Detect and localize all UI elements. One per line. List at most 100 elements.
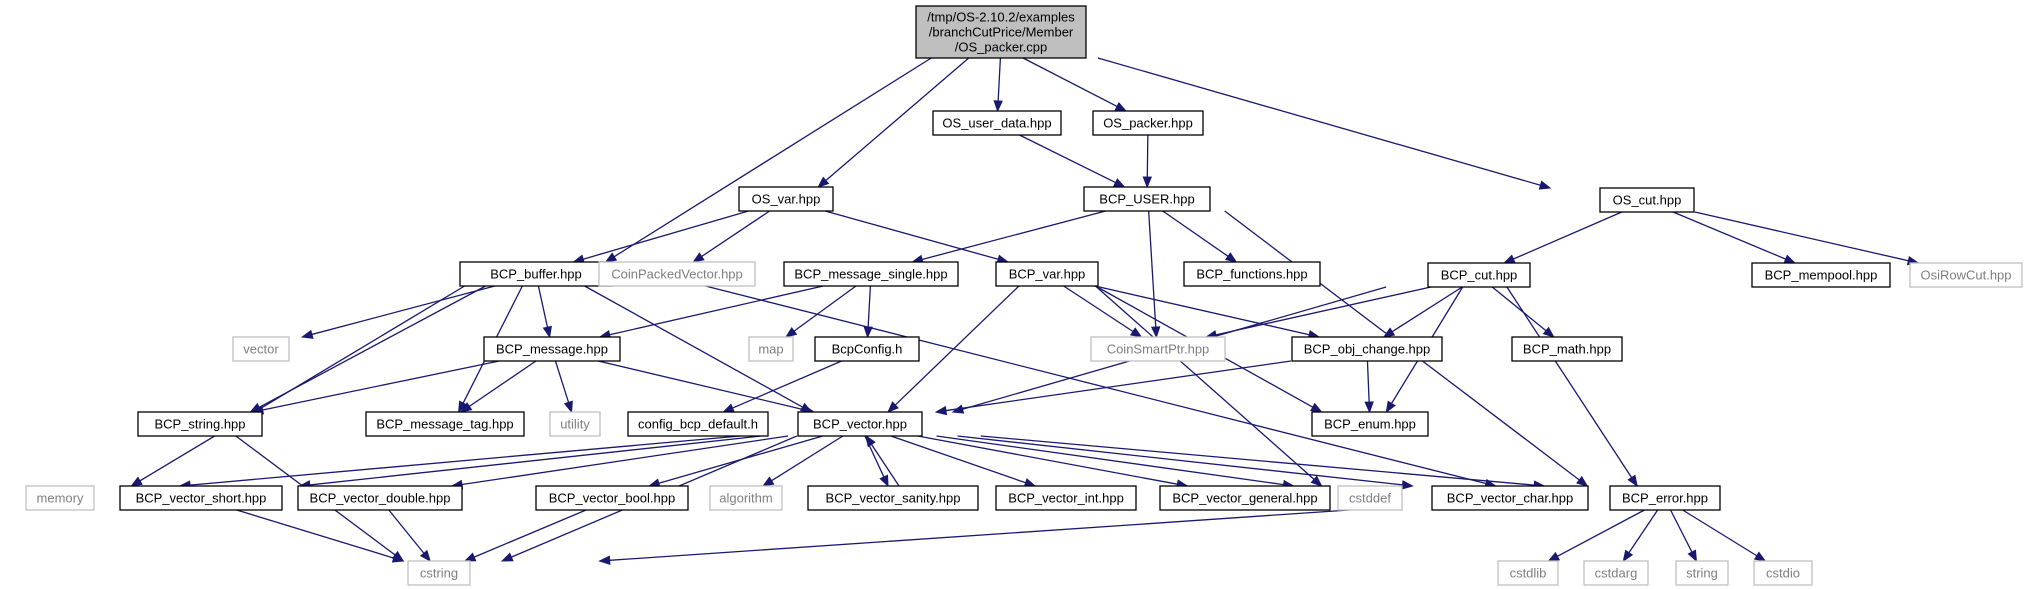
node-cstddef: cstddef: [1337, 485, 1403, 511]
edge-line: [867, 285, 872, 328]
edge-arrowhead: [458, 400, 468, 414]
node-bcp_vector_general_hpp[interactable]: BCP_vector_general.hpp: [1159, 485, 1331, 511]
node-bcp_math_hpp[interactable]: BCP_math.hpp: [1511, 336, 1623, 362]
edge-bcp_var_hpp-to-bcp_obj_change_hpp: [1094, 285, 1321, 340]
node-box: [1337, 485, 1403, 511]
edge-bcp_error_hpp-to-cstdarg: [1622, 509, 1659, 563]
edge-arrowhead: [993, 100, 1003, 113]
node-label: BCP_vector.hpp: [813, 417, 907, 432]
node-bcp_mempool_hpp[interactable]: BCP_mempool.hpp: [1751, 262, 1891, 288]
edge-line: [584, 285, 803, 408]
node-bcp_user_hpp[interactable]: BCP_USER.hpp: [1083, 186, 1211, 212]
node-bcp_obj_change_hpp[interactable]: BCP_obj_change.hpp: [1291, 336, 1443, 362]
edge-bcp_buffer_hpp-to-bcp_message_hpp: [537, 285, 552, 339]
node-bcp_var_hpp[interactable]: BCP_var.hpp: [995, 261, 1099, 287]
node-box: [1427, 262, 1531, 288]
node-box: [1291, 336, 1443, 362]
node-box: [535, 485, 689, 511]
edge-arrowhead: [563, 400, 573, 414]
node-bcp_cut_hpp[interactable]: BCP_cut.hpp: [1427, 262, 1531, 288]
node-bcp_message_hpp[interactable]: BCP_message.hpp: [483, 336, 621, 362]
node-label: config_bcp_default.h: [638, 417, 758, 432]
node-bcp_vector_sanity_hpp[interactable]: BCP_vector_sanity.hpp: [807, 485, 979, 511]
node-bcp_vector_int_hpp[interactable]: BCP_vector_int.hpp: [995, 485, 1137, 511]
node-config_bcp_default_h[interactable]: config_bcp_default.h: [627, 411, 769, 437]
node-bcp_buffer_hpp[interactable]: BCP_buffer.hpp: [459, 261, 613, 287]
node-label: OS_packer.hpp: [1103, 116, 1193, 131]
edge-bcp_vector_hpp-to-algorithm: [761, 435, 844, 487]
node-cstdio: cstdio: [1753, 560, 1813, 586]
edge-arrowhead: [1310, 402, 1323, 413]
edge-bcp_user_hpp-to-coinsmartptr_hpp: [1148, 210, 1161, 339]
node-label: BCP_buffer.hpp: [490, 267, 582, 282]
edge-bcp_message_hpp-to-bcp_message_tag_hpp: [459, 360, 537, 413]
edge-line: [917, 435, 1178, 485]
node-box: [738, 186, 834, 212]
edge-arrowhead: [865, 434, 876, 448]
edge-line: [1095, 285, 1315, 480]
node-label: BCP_vector_sanity.hpp: [826, 491, 961, 506]
edge-bcp_user_hpp-to-bcp_functions_hpp: [1162, 210, 1238, 263]
edge-bcp_vector_char_hpp-to-cstring: [598, 509, 1350, 566]
node-bcp_functions_hpp[interactable]: BCP_functions.hpp: [1183, 261, 1321, 287]
node-bcp_enum_hpp[interactable]: BCP_enum.hpp: [1311, 411, 1429, 437]
node-bcp_error_hpp[interactable]: BCP_error.hpp: [1609, 485, 1721, 511]
node-label: BCP_message_tag.hpp: [376, 417, 513, 432]
edge-bcp_cut_hpp-to-bcp_obj_change_hpp: [1382, 286, 1463, 338]
node-cstdlib: cstdlib: [1497, 560, 1559, 586]
node-bcp_vector_double_hpp[interactable]: BCP_vector_double.hpp: [297, 485, 463, 511]
node-label: BCP_vector_general.hpp: [1172, 491, 1317, 506]
node-bcp_vector_char_hpp[interactable]: BCP_vector_char.hpp: [1431, 485, 1589, 511]
edge-line: [1557, 509, 1645, 557]
edge-line: [1491, 286, 1547, 332]
edge-line: [980, 435, 1535, 486]
edge-os_var_hpp-to-bcp_buffer_hpp: [572, 210, 749, 264]
node-bcp_vector_bool_hpp[interactable]: BCP_vector_bool.hpp: [535, 485, 689, 511]
node-bcpconfig_h[interactable]: BcpConfig.h: [814, 336, 920, 362]
node-bcp_string_hpp[interactable]: BCP_string.hpp: [137, 411, 263, 437]
node-os_cut_hpp[interactable]: OS_cut.hpp: [1599, 187, 1695, 213]
edge-arrowhead: [1576, 475, 1589, 487]
node-box: [709, 485, 783, 511]
node-utility: utility: [549, 411, 601, 437]
node-bcp_message_single_hpp[interactable]: BCP_message_single.hpp: [783, 261, 959, 287]
node-label: BCP_vector_int.hpp: [1008, 491, 1124, 506]
node-bcp_vector_hpp[interactable]: BCP_vector.hpp: [797, 411, 923, 437]
edge-arrowhead: [692, 252, 705, 263]
edge-line: [732, 360, 842, 409]
node-os_packer_hpp[interactable]: OS_packer.hpp: [1092, 110, 1204, 136]
node-bcp_vector_short_hpp[interactable]: BCP_vector_short.hpp: [119, 485, 283, 511]
edge-os_var_hpp-to-bcp_var_hpp: [824, 210, 1010, 264]
node-label: /OS_packer.cpp: [955, 40, 1048, 55]
node-label: /tmp/OS-2.10.2/examples: [927, 10, 1075, 25]
edge-line: [582, 210, 749, 260]
edge-line: [1694, 211, 1909, 262]
node-box: [627, 411, 769, 437]
node-box: [1083, 186, 1211, 212]
node-box: [995, 261, 1099, 287]
edge-arrowhead: [500, 552, 514, 562]
edge-bcp_vector_double_hpp-to-cstring: [388, 509, 431, 563]
edge-bcp_cut_hpp-to-bcp_math_hpp: [1491, 286, 1555, 338]
edge-line: [189, 435, 741, 486]
edge-line: [554, 360, 570, 403]
node-box: [1090, 336, 1226, 362]
edge-arrowhead: [1547, 551, 1561, 562]
node-os_var_hpp[interactable]: OS_var.hpp: [738, 186, 834, 212]
edge-arrowhead: [1783, 254, 1797, 264]
edge-line: [1506, 286, 1633, 478]
edge-arrowhead: [761, 476, 775, 487]
node-os_user_data_hpp[interactable]: OS_user_data.hpp: [932, 110, 1062, 136]
edge-line: [957, 435, 1403, 486]
edge-line: [705, 285, 1487, 485]
node-label: memory: [37, 491, 84, 506]
node-label: BCP_string.hpp: [154, 417, 245, 432]
node-box: [1609, 485, 1721, 511]
node-bcp_message_tag_hpp[interactable]: BCP_message_tag.hpp: [365, 411, 525, 437]
edge-bcp_vector_hpp-to-bcp_vector_general_hpp: [917, 435, 1189, 489]
node-os_packer_cpp[interactable]: /tmp/OS-2.10.2/examples/branchCutPrice/M…: [915, 5, 1087, 59]
node-label: BCP_USER.hpp: [1099, 192, 1194, 207]
edge-line: [1162, 210, 1229, 257]
node-label: BCP_vector_char.hpp: [1447, 491, 1573, 506]
